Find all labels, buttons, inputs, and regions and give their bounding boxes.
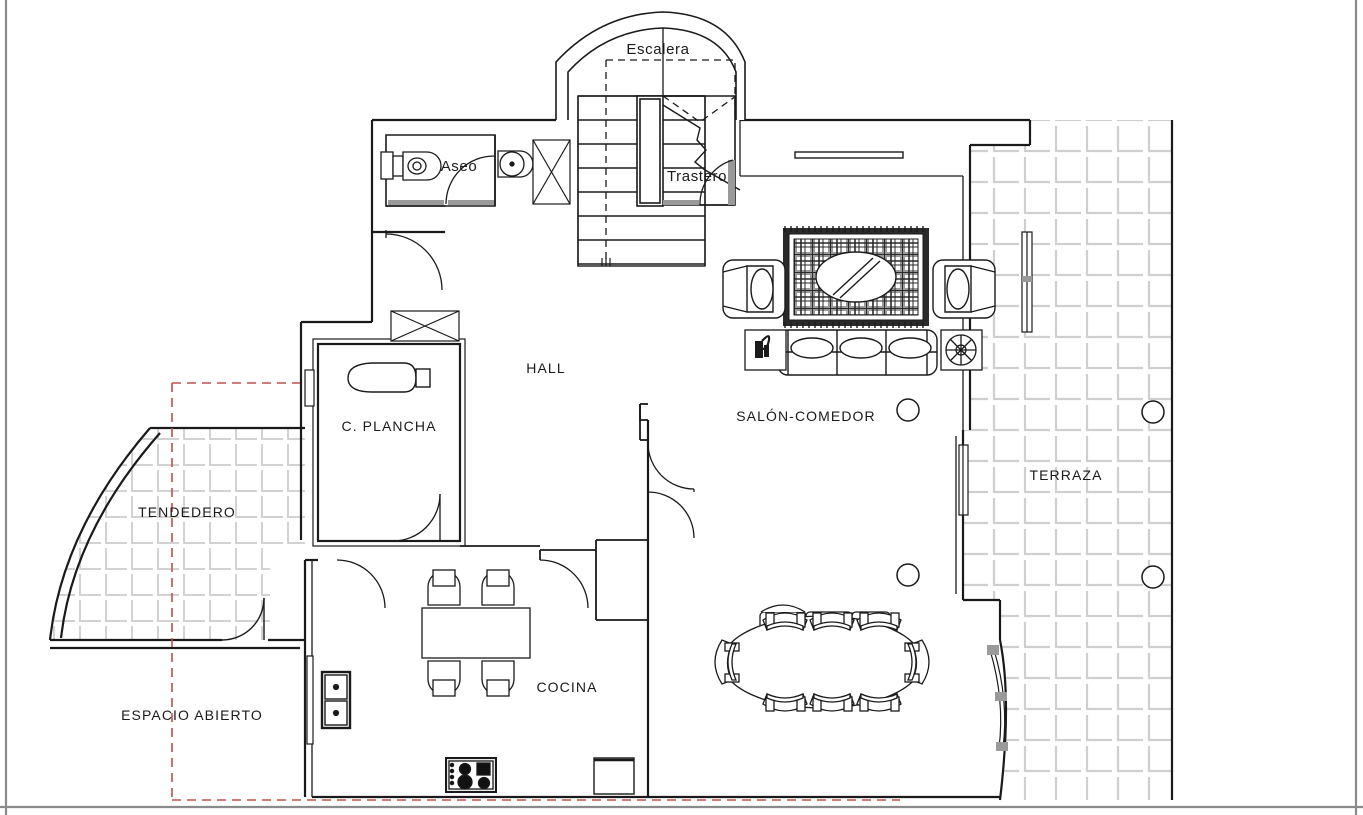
side-table-with-lamp — [744, 329, 787, 371]
room-label-layer: Escalera Aseo Trastero HALL SALÓN-COMEDO… — [121, 41, 1102, 723]
column-salon-lower — [896, 563, 920, 587]
kitchen-counter — [593, 757, 635, 795]
cooktop — [445, 757, 497, 793]
door-swing-aseo — [445, 155, 495, 205]
label-tendedero: TENDEDERO — [138, 504, 236, 520]
label-salon-comedor: SALÓN-COMEDOR — [736, 408, 876, 424]
label-trastero: Trastero — [667, 168, 727, 185]
label-hall: HALL — [526, 360, 565, 376]
window-salon-top — [794, 151, 904, 159]
window-cocina-west — [306, 655, 314, 745]
label-cocina: COCINA — [536, 679, 597, 695]
door-swing-plancha — [392, 493, 441, 542]
label-c-plancha: C. PLANCHA — [341, 418, 436, 434]
toilet-fixture — [380, 151, 442, 181]
kitchen-chairs — [427, 569, 515, 697]
dining-chairs — [714, 612, 930, 712]
c-plancha-inner — [312, 338, 466, 547]
c-plancha-room — [316, 342, 462, 543]
closet-symbol-aseo — [532, 139, 571, 205]
window-salon-east — [1021, 231, 1033, 333]
red-dashed-section-line — [171, 382, 900, 801]
door-swing-hall-west — [385, 230, 443, 291]
cocina-room — [306, 569, 635, 795]
zigzag-break-symbol — [662, 104, 741, 191]
three-seat-sofa — [777, 329, 938, 376]
armchair-left — [722, 259, 786, 319]
window-plancha-west — [304, 369, 315, 407]
columns — [896, 398, 1165, 589]
side-table-with-decor — [940, 329, 983, 371]
door-swing-trastero — [699, 159, 734, 206]
washbasin-fixture — [497, 150, 534, 178]
column-terraza-lower — [1141, 565, 1165, 589]
kitchen-sink — [320, 670, 352, 730]
staircase — [555, 11, 746, 267]
round-decor-icon — [945, 334, 977, 366]
aseo-room — [380, 134, 534, 207]
oval-coffee-table — [815, 251, 897, 303]
tendedero-door — [221, 597, 265, 641]
armchair-right — [932, 259, 996, 319]
window-terraza-curved — [987, 645, 1008, 751]
ironing-board — [347, 362, 431, 393]
label-espacio-abierto: ESPACIO ABIERTO — [121, 707, 263, 723]
tendedero-area — [50, 428, 305, 640]
column-terraza-upper — [1141, 400, 1165, 424]
hall-walls — [460, 403, 648, 621]
trastero-room — [663, 95, 736, 206]
label-escalera: Escalera — [626, 41, 689, 58]
tendedero-walls — [48, 426, 305, 650]
kitchen-table — [421, 607, 531, 659]
lamp-icon — [755, 335, 771, 358]
closet-symbol-plancha — [390, 310, 460, 342]
door-swings-hall — [336, 442, 695, 609]
label-terraza: TERRAZA — [1029, 467, 1102, 483]
terraza-area — [963, 120, 1172, 800]
column-salon-upper — [896, 398, 920, 422]
label-aseo: Aseo — [441, 158, 478, 175]
window-terraza-west — [958, 444, 969, 516]
